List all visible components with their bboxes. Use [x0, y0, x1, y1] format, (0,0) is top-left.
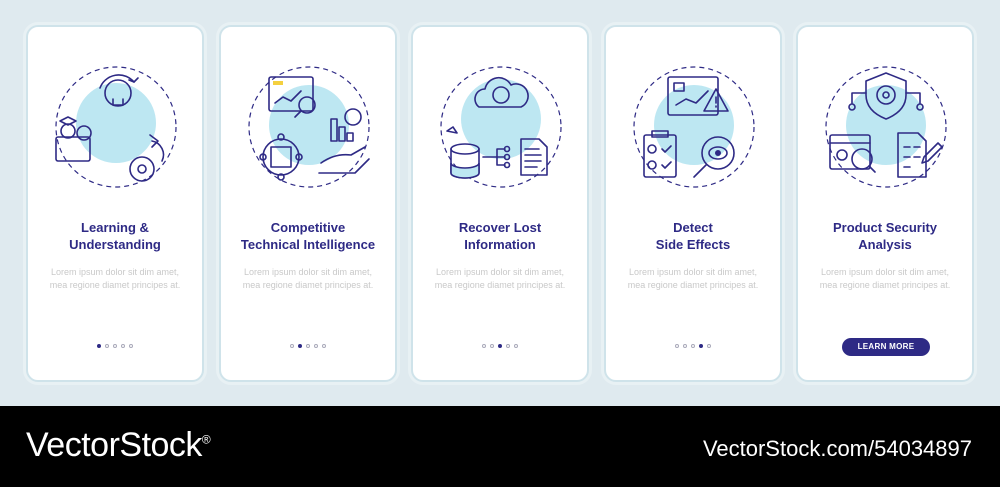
- onboarding-screen-5: Product Security Analysis Lorem ipsum do…: [796, 25, 974, 382]
- learn-more-button[interactable]: LEARN MORE: [842, 338, 930, 356]
- product-security-analysis-illustration: [825, 66, 947, 188]
- screen-description: Lorem ipsum dolor sit dim amet, mea regi…: [49, 267, 181, 290]
- pagination-dot-1[interactable]: [97, 344, 101, 348]
- screen-title: Recover Lost Information: [458, 220, 542, 252]
- pagination-dot-2[interactable]: [105, 344, 109, 348]
- pagination-dot-2[interactable]: [683, 344, 687, 348]
- pagination-dot-1[interactable]: [290, 344, 294, 348]
- pagination-dot-5[interactable]: [514, 344, 518, 348]
- competitive-technical-intelligence-illustration: [248, 66, 370, 188]
- pagination-dot-5[interactable]: [707, 344, 711, 348]
- pagination-dot-1[interactable]: [482, 344, 486, 348]
- onboarding-screen-4: Detect Side Effects Lorem ipsum dolor si…: [604, 25, 782, 382]
- pagination-dot-4[interactable]: [699, 344, 703, 348]
- pagination-dots: [606, 344, 780, 348]
- pagination-dot-3[interactable]: [113, 344, 117, 348]
- stock-id: VectorStock.com/54034897: [702, 436, 972, 461]
- detect-side-effects-illustration: [633, 66, 755, 188]
- screen-title: Detect Side Effects: [655, 220, 731, 252]
- pagination-dot-5[interactable]: [129, 344, 133, 348]
- recover-lost-information-illustration: [440, 66, 562, 188]
- screen-description: Lorem ipsum dolor sit dim amet, mea regi…: [819, 267, 951, 290]
- pagination-dot-3[interactable]: [306, 344, 310, 348]
- watermark-footer: VectorStock® VectorStock.com/54034897: [0, 406, 1000, 487]
- pagination-dot-5[interactable]: [322, 344, 326, 348]
- pagination-dot-3[interactable]: [691, 344, 695, 348]
- pagination-dot-3[interactable]: [498, 344, 502, 348]
- screen-description: Lorem ipsum dolor sit dim amet, mea regi…: [627, 267, 759, 290]
- pagination-dots: [28, 344, 202, 348]
- screen-title: Product Security Analysis: [832, 220, 938, 252]
- pagination-dot-4[interactable]: [121, 344, 125, 348]
- pagination-dot-1[interactable]: [675, 344, 679, 348]
- screen-description: Lorem ipsum dolor sit dim amet, mea regi…: [434, 267, 566, 290]
- registered-mark: ®: [201, 432, 211, 447]
- screen-description: Lorem ipsum dolor sit dim amet, mea regi…: [242, 267, 374, 290]
- onboarding-screen-3: Recover Lost Information Lorem ipsum dol…: [411, 25, 589, 382]
- screen-title: Learning & Understanding: [69, 220, 161, 252]
- learning-understanding-illustration: [55, 66, 177, 188]
- onboarding-screen-1: Learning & Understanding Lorem ipsum dol…: [26, 25, 204, 382]
- pagination-dots: [221, 344, 395, 348]
- pagination-dot-4[interactable]: [314, 344, 318, 348]
- onboarding-screen-2: Competitive Technical Intelligence Lorem…: [219, 25, 397, 382]
- brand-name: VectorStock: [26, 426, 202, 464]
- pagination-dot-4[interactable]: [506, 344, 510, 348]
- pagination-dot-2[interactable]: [490, 344, 494, 348]
- vectorstock-logo: VectorStock®: [26, 426, 211, 465]
- pagination-dot-2[interactable]: [298, 344, 302, 348]
- screen-title: Competitive Technical Intelligence: [240, 220, 376, 252]
- pagination-dots: [413, 344, 587, 348]
- onboarding-screens-canvas: Learning & Understanding Lorem ipsum dol…: [26, 25, 974, 382]
